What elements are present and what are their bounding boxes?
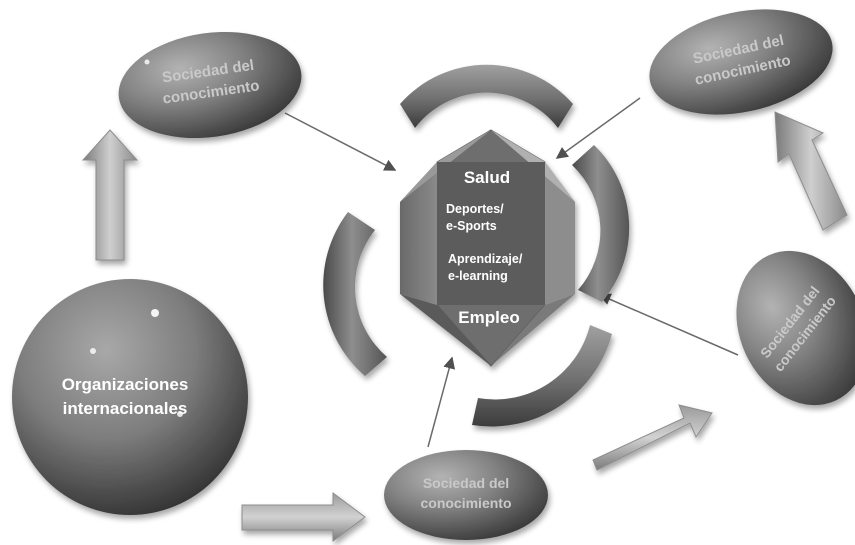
block-arrow-left-up — [81, 129, 139, 261]
central-gem — [400, 129, 575, 367]
node-sociedad-top-right — [649, 9, 833, 115]
ring-segment-bottom-right — [472, 325, 612, 427]
sphere-organizaciones — [12, 279, 248, 515]
sphere-label-line1: Organizaciones — [62, 375, 189, 394]
connector-arrow-bottom — [427, 356, 456, 448]
ring-segments — [323, 64, 630, 427]
block-arrow-right-up — [774, 111, 848, 231]
ring-segment-right — [572, 145, 630, 302]
block-arrow-diagonal-up — [592, 404, 713, 471]
connector-arrow-mid-right — [598, 293, 739, 356]
sphere-label-line2: internacionales — [63, 399, 188, 418]
node-bottom-line2: conocimiento — [420, 495, 511, 511]
center-label-deportes-line2: e-Sports — [446, 219, 497, 233]
connector-arrow-top-left — [284, 112, 397, 171]
connector-arrow-top-right — [555, 97, 641, 159]
center-label-deportes-line1: Deportes/ — [446, 202, 504, 216]
block-arrow-bottom-right — [241, 492, 366, 542]
center-label-salud: Salud — [464, 168, 510, 187]
ring-segment-left — [323, 212, 387, 376]
ring-segment-top — [400, 64, 573, 128]
center-label-empleo: Empleo — [458, 308, 519, 327]
center-label-aprendizaje-line1: Aprendizaje/ — [448, 252, 523, 266]
node-sociedad-mid-right — [736, 250, 855, 406]
node-sociedad-bottom — [384, 450, 548, 540]
node-sociedad-top-left — [118, 31, 302, 139]
node-bottom-line1: Sociedad del — [423, 475, 509, 491]
center-label-aprendizaje-line2: e-learning — [448, 269, 508, 283]
